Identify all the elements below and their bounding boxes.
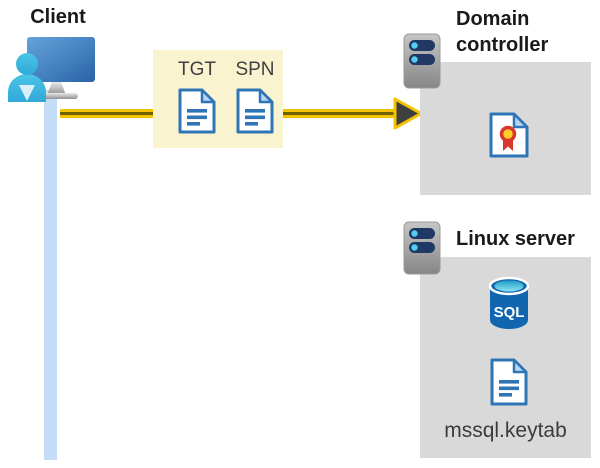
auth-arrow-shaft-right xyxy=(283,109,395,118)
linux-server-label: Linux server xyxy=(456,228,575,250)
tgt-document-icon xyxy=(178,88,216,134)
client-connection-line xyxy=(44,90,57,460)
arrowhead-icon xyxy=(393,97,423,130)
keytab-document-icon xyxy=(490,358,528,406)
client-label: Client xyxy=(30,6,86,28)
person-head xyxy=(16,53,38,75)
ticket-tgt: TGT xyxy=(172,57,222,141)
monitor-stand xyxy=(47,82,66,95)
keytab-filename-label: mssql.keytab xyxy=(444,419,567,442)
monitor-shape xyxy=(27,37,95,82)
certificate-icon xyxy=(489,112,529,158)
linux-server-server-icon xyxy=(403,221,441,275)
auth-arrow-shaft-left xyxy=(60,109,153,118)
spn-document-icon xyxy=(236,88,274,134)
sql-database-icon: SQL xyxy=(488,276,530,329)
sql-database-label: SQL xyxy=(494,304,525,321)
domain-controller-server-icon xyxy=(403,33,441,89)
ticket-spn: SPN xyxy=(230,57,280,141)
spn-label: SPN xyxy=(235,59,275,80)
domain-controller-label: Domain controller xyxy=(456,8,549,56)
tgt-label: TGT xyxy=(178,59,216,80)
person-at-computer-icon xyxy=(8,37,95,102)
